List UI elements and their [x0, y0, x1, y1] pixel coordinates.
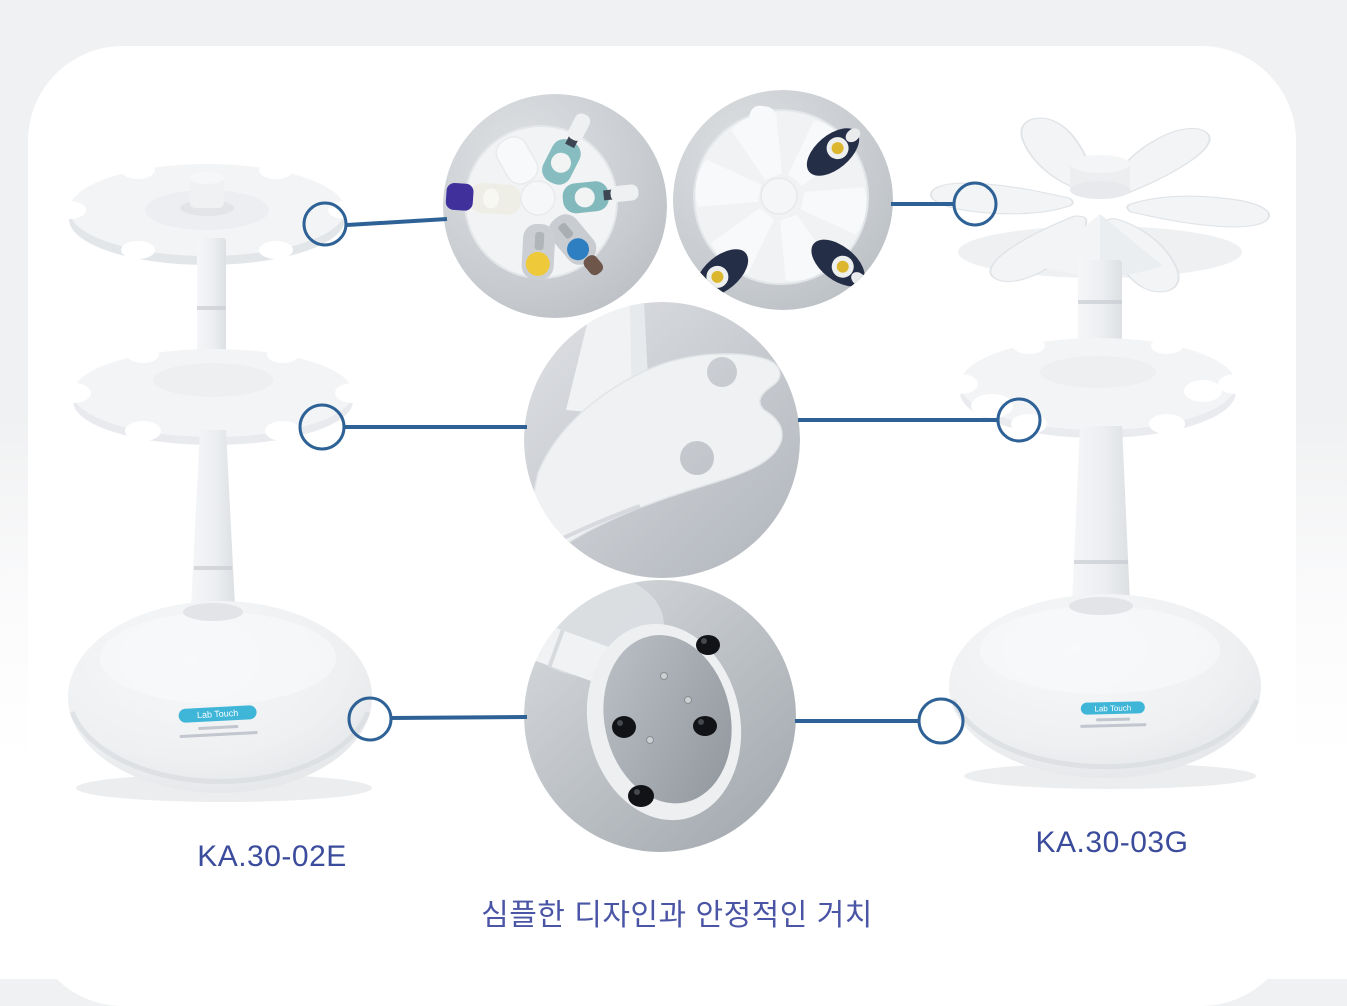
left-middle-shelf [55, 347, 371, 445]
sticker-text-line [1096, 717, 1131, 722]
pipette-teal-2 [562, 181, 639, 214]
product-code-left: KA.30-02E [197, 840, 347, 873]
right-base [949, 594, 1261, 789]
pipette-ivory-purple [445, 182, 522, 215]
product-photo-left [52, 161, 372, 802]
callout-circle-mid-left [298, 403, 346, 451]
sticker-text-line [198, 724, 239, 731]
product-scene [52, 90, 1271, 852]
pipette-gray-yellow [521, 223, 556, 281]
detail-top-view-pipettes [443, 94, 667, 318]
left-base [68, 601, 372, 802]
navy-pipette-ne [806, 128, 861, 176]
product-photo-right [929, 117, 1271, 789]
brand-label-left: Lab Touch [178, 704, 257, 724]
left-top-rotor [52, 161, 362, 265]
callout-circle-mid-right [996, 397, 1042, 443]
right-fan-rotor [929, 117, 1271, 293]
left-lower-column [191, 430, 235, 606]
base-disc [586, 623, 742, 821]
detail-base-underside [524, 580, 796, 852]
callout-annotations [298, 181, 1042, 745]
left-upper-column [197, 238, 226, 362]
right-lower-column [1072, 426, 1130, 602]
detail-top-view-rotor [673, 90, 893, 310]
base-sticker-left: Lab Touch [169, 704, 266, 739]
product-code-right: KA.30-03G [1035, 826, 1189, 859]
callout-circle-top-right [952, 181, 998, 227]
callout-circle-top-left [302, 201, 348, 247]
callout-circle-bottom-right [917, 697, 965, 745]
detail-middle-tray [524, 302, 800, 578]
pipette-gray-blue [548, 214, 604, 276]
callout-line-top-left [346, 217, 448, 227]
pipette-slot-empty [495, 136, 539, 185]
navy-pipette-se [811, 239, 866, 287]
base-sticker-right: Lab Touch [1068, 701, 1159, 728]
brand-label-right: Lab Touch [1080, 701, 1145, 715]
pipette-teal-1 [542, 113, 591, 185]
caption-text: 심플한 디자인과 안정적인 거치 [481, 899, 873, 932]
callout-circle-bottom-left [347, 696, 393, 742]
callout-line-bottom-left [390, 715, 528, 720]
right-middle-shelf [942, 338, 1254, 438]
